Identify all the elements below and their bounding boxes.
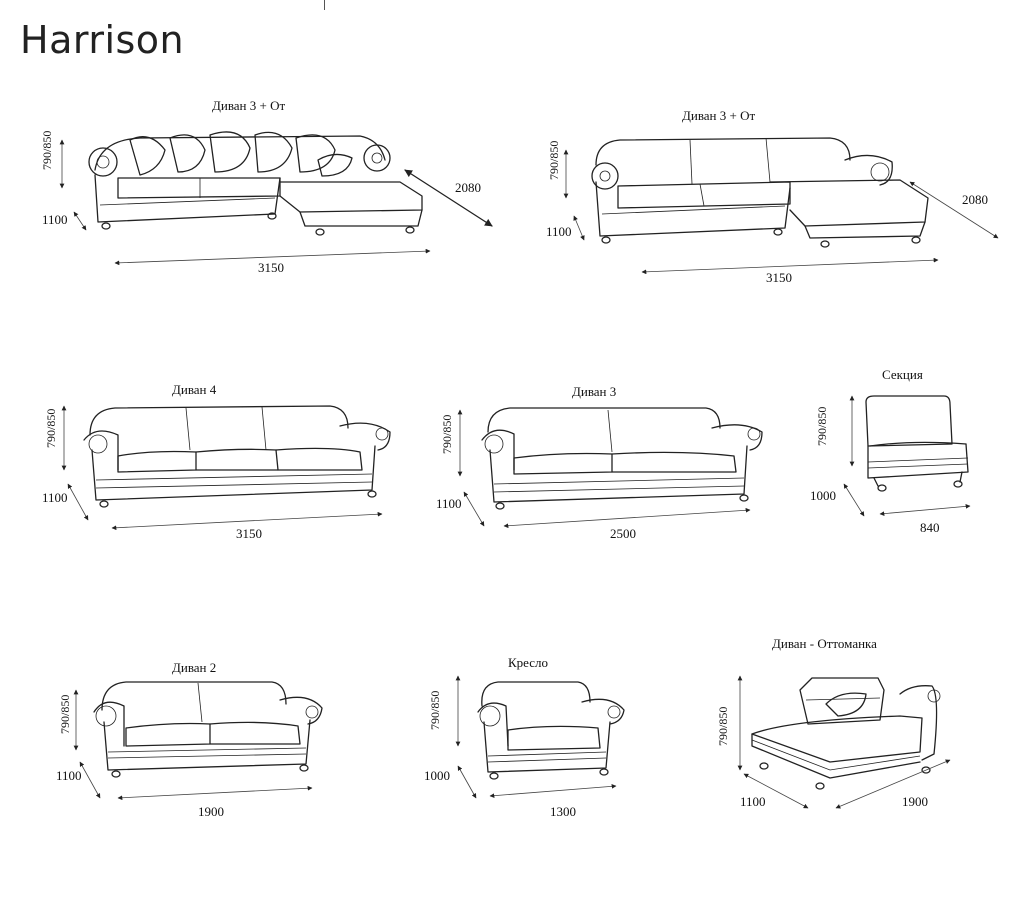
depth-label: 1100 [546,224,572,239]
item-name: Диван - Оттоманка [772,636,877,651]
width-label: 840 [920,520,940,535]
item-name: Диван 2 [172,660,217,675]
height-label: 790/850 [440,414,454,454]
width-label: 1300 [550,804,576,819]
depth-label: 1100 [42,490,68,505]
height-label: 790/850 [815,406,829,446]
depth-label: 1100 [436,496,462,511]
drawing-sofa3-ottoman-1 [59,131,493,266]
drawing-sofa3-ottoman-2 [563,137,999,275]
drawing-chaise [737,675,951,809]
drawing-sofa4 [61,405,391,531]
depth-label: 1000 [810,488,836,503]
height-label: 790/850 [716,706,730,746]
drawing-sofa3 [457,407,763,529]
item-name: Диван 3 + От [212,98,286,113]
extra-label: 2080 [962,192,988,207]
width-label: 2500 [610,526,636,541]
height-label: 790/850 [547,140,561,180]
item-name: Секция [882,367,923,382]
item-name: Диван 4 [172,382,217,397]
drawing-sofa2 [73,681,323,801]
item-name: Диван 3 + От [682,108,756,123]
height-label: 790/850 [428,690,442,730]
depth-label: 1100 [56,768,82,783]
width-label: 1900 [902,794,928,809]
width-label: 3150 [236,526,262,541]
item-name: Диван 3 [572,384,617,399]
item-name: Кресло [508,655,549,670]
depth-label: 1100 [42,212,68,227]
height-label: 790/850 [40,130,54,170]
width-label: 3150 [766,270,792,285]
width-label: 3150 [258,260,284,275]
width-label: 1900 [198,804,224,819]
drawing-armchair [455,675,625,799]
extra-label: 2080 [455,180,481,195]
drawing-section [843,395,971,517]
brand-title: Harrison [20,18,185,62]
depth-label: 1100 [740,794,766,809]
depth-label: 1000 [424,768,450,783]
top-divider [324,0,325,10]
height-label: 790/850 [44,408,58,448]
height-label: 790/850 [58,694,72,734]
